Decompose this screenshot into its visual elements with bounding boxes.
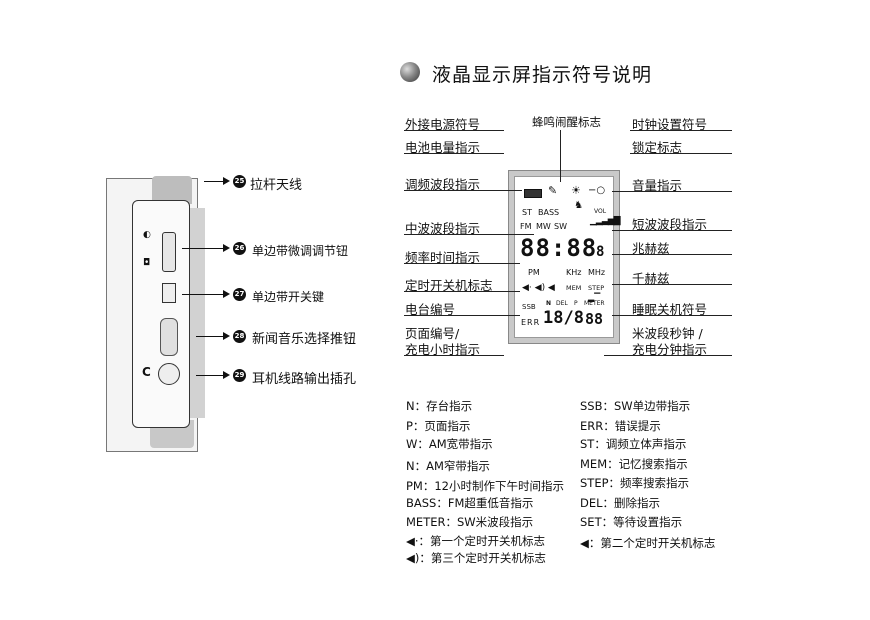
lcd-bass: BASS — [538, 208, 560, 217]
legend-left-5: BASS：FM超重低音指示 — [406, 496, 534, 510]
antenna-label: 拉杆天线 — [250, 178, 303, 193]
legend-left-8: ◀)：第三个定时开关机标志 — [406, 551, 546, 565]
legend-left-1: P：页面指示 — [406, 419, 471, 433]
callout-buzzer: 蜂鸣闹醒标志 — [532, 115, 601, 129]
ext-power-icon: ✎ — [548, 184, 558, 197]
radio-side-panel — [132, 200, 190, 428]
callout-timer: 定时开关机标志 — [405, 278, 493, 293]
callout-fm-band: 调频波段指示 — [405, 177, 481, 192]
bell-icon: ☀ — [571, 184, 581, 197]
legend-right-0: SSB：SW单边带指示 — [580, 399, 691, 413]
callout-lock: 锁定标志 — [632, 140, 683, 155]
page-title: 液晶显示屏指示符号说明 — [432, 64, 653, 86]
callout-clock-set: 时钟设置符号 — [632, 117, 708, 132]
ssb-switch-label: 单边带开关键 — [252, 290, 325, 304]
legend-left-3: N：AM窄带指示 — [406, 459, 490, 473]
callout-mhz: 兆赫兹 — [632, 241, 670, 256]
lcd-del: DEL — [556, 300, 568, 307]
callout-number: 25 — [233, 175, 246, 188]
callout-khz: 千赫兹 — [632, 271, 670, 286]
lcd-fm: FM — [520, 222, 532, 231]
lcd-mhz: MHz — [588, 268, 606, 277]
fine-tune-wheel — [162, 232, 176, 272]
legend-left-4: PM：12小时制作下午时间指示 — [406, 479, 564, 493]
lock-icon: −○ — [588, 185, 606, 196]
panel-mark: ◘ — [143, 258, 151, 268]
legend-left-7: ◀·：第一个定时开关机标志 — [406, 534, 545, 548]
legend-right-4: STEP：频率搜索指示 — [580, 476, 690, 490]
legend-left-0: N：存台指示 — [406, 399, 473, 413]
legend-right-5: DEL：删除指示 — [580, 496, 661, 510]
lcd-vol: VOL — [594, 208, 607, 215]
sleep-icon: ▂▔ — [588, 293, 601, 302]
callout-number: 28 — [233, 330, 246, 343]
callout-mw-band: 中波波段指示 — [405, 221, 481, 236]
callout-ext-power: 外接电源符号 — [405, 117, 481, 132]
radio-top-cap — [152, 176, 192, 204]
person-icon: ♞ — [574, 200, 583, 211]
callout-number: 26 — [233, 242, 246, 255]
lcd-n: N — [546, 300, 552, 307]
legend-right-7: ◀：第二个定时开关机标志 — [580, 536, 716, 550]
callout-page-b: 充电小时指示 — [405, 342, 481, 357]
callout-sw-band: 短波波段指示 — [632, 217, 708, 232]
lcd-p: P — [574, 300, 578, 307]
lcd-main-digits: 88:88 — [520, 234, 598, 262]
callout-sleep: 睡眠关机符号 — [632, 302, 708, 317]
lcd-sw: SW — [554, 222, 567, 231]
legend-left-2: W：AM宽带指示 — [406, 437, 493, 451]
callout-volume: 音量指示 — [632, 178, 683, 193]
lcd-step: STEP — [588, 284, 605, 292]
title-bullet-icon — [400, 62, 420, 82]
legend-right-3: MEM：记忆搜索指示 — [580, 457, 688, 471]
lcd-mem: MEM — [566, 284, 582, 292]
callout-meter-a: 米波段秒钟 / — [632, 326, 703, 341]
lcd-meter-digits: 88 — [585, 310, 604, 328]
arrow — [196, 332, 230, 340]
radio-side-rail — [188, 208, 205, 418]
callout-number: 27 — [233, 288, 246, 301]
callout-freq-time: 频率时间指示 — [405, 250, 481, 265]
panel-mark: C — [142, 365, 151, 379]
lcd-st: ST — [522, 208, 532, 217]
callout-station: 电台编号 — [405, 302, 456, 317]
arrow — [182, 290, 230, 298]
arrow — [196, 371, 230, 379]
lcd-page-digits: 18/8 — [543, 308, 584, 328]
lcd-pm: PM — [528, 268, 540, 277]
lcd-screen — [514, 176, 614, 338]
callout-battery: 电池电量指示 — [405, 140, 481, 155]
earphone-label: 耳机线路输出插孔 — [252, 372, 357, 387]
callout-page-a: 页面编号/ — [405, 326, 460, 341]
arrow — [182, 244, 230, 252]
ssb-switch — [162, 283, 176, 303]
legend-right-6: SET：等待设置指示 — [580, 515, 683, 529]
legend-right-2: ST：调频立体声指示 — [580, 437, 687, 451]
earphone-jack — [158, 363, 180, 385]
lcd-meter: METER — [584, 300, 605, 307]
arrow — [204, 177, 230, 185]
news-music-slider — [160, 318, 178, 356]
panel-mark: ◐ — [143, 230, 151, 240]
news-music-label: 新闻音乐选择推钮 — [252, 332, 357, 347]
timer-icons: ◀· ◀) ◀ — [522, 283, 555, 293]
volume-bars-icon: ▁▂▃▅▇ — [590, 216, 621, 226]
lcd-err: ERR — [521, 318, 541, 327]
lcd-small-digit: 8 — [596, 244, 605, 260]
callout-meter-b: 充电分钟指示 — [632, 342, 708, 357]
legend-right-1: ERR：错误提示 — [580, 419, 661, 433]
lcd-khz: KHz — [566, 268, 582, 277]
lcd-ssb: SSB — [522, 303, 536, 311]
legend-left-6: METER：SW米波段指示 — [406, 515, 534, 529]
fine-tune-label: 单边带微调调节钮 — [252, 244, 349, 258]
lcd-mw: MW — [536, 222, 551, 231]
battery-icon — [524, 189, 542, 198]
callout-number: 29 — [233, 369, 246, 382]
